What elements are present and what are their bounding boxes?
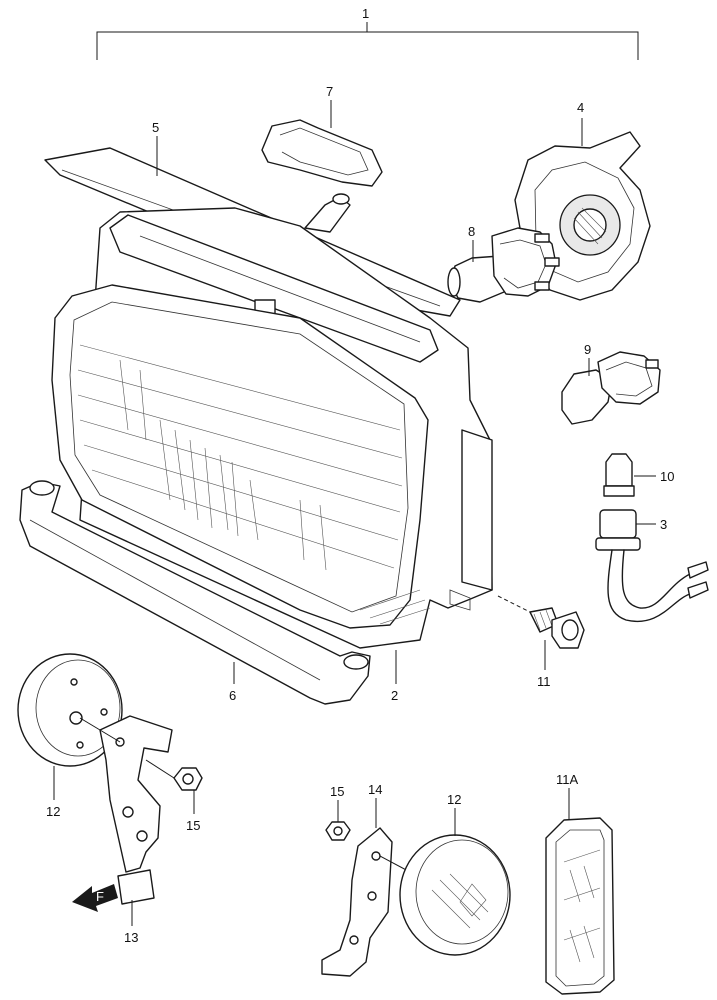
part-nut-left xyxy=(145,759,203,791)
part-screw xyxy=(497,595,585,649)
callout-7: 7 xyxy=(326,84,333,99)
callout-13: 13 xyxy=(124,930,138,945)
callout-8: 8 xyxy=(468,224,475,239)
callout-leaders xyxy=(53,100,656,926)
callout-11: 11 xyxy=(537,674,551,689)
callout-9: 9 xyxy=(584,342,591,357)
part-gasket-cover xyxy=(261,119,383,187)
callout-1: 1 xyxy=(362,6,369,21)
callout-5: 5 xyxy=(152,120,159,135)
front-arrow-label: F xyxy=(96,889,104,904)
part-headlamp-housing xyxy=(51,193,493,649)
part-socket-wire xyxy=(595,509,709,623)
callout-11a: 11A xyxy=(556,772,578,787)
callout-14: 14 xyxy=(368,782,382,797)
part-reflector xyxy=(545,817,615,995)
callout-numbers: 1 7 5 4 8 9 10 3 11 2 6 12 15 13 15 14 1… xyxy=(46,6,674,945)
part-horn-left xyxy=(17,653,123,767)
callout-3: 3 xyxy=(660,517,667,532)
part-nut-right xyxy=(325,821,351,841)
part-wedge-bulb xyxy=(603,453,635,497)
part-horn-right xyxy=(399,834,511,956)
callout-12-left: 12 xyxy=(46,804,60,819)
front-arrow-badge: F xyxy=(72,884,118,912)
part-horn-bracket xyxy=(79,715,173,905)
callout-6: 6 xyxy=(229,688,236,703)
part-horn-bracket-right xyxy=(321,827,411,977)
callout-4: 4 xyxy=(577,100,584,115)
callout-12-right: 12 xyxy=(447,792,461,807)
part-lower-trim xyxy=(19,480,371,705)
callout-15-right: 15 xyxy=(330,784,344,799)
part-headlight-bulb xyxy=(447,227,560,303)
callout-10: 10 xyxy=(660,469,674,484)
callout-2: 2 xyxy=(391,688,398,703)
assembly-bracket xyxy=(96,22,639,60)
part-position-bulb xyxy=(561,351,661,425)
callout-15-left: 15 xyxy=(186,818,200,833)
